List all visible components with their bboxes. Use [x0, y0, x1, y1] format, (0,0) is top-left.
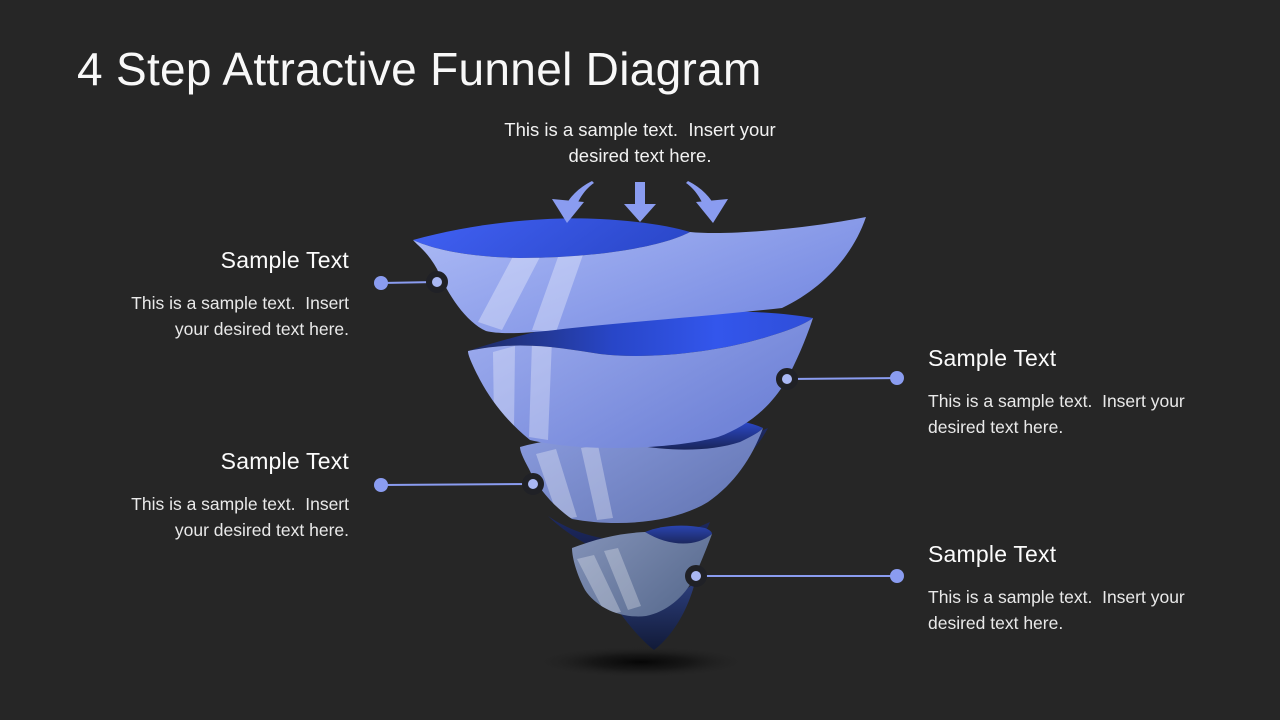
callout-step-1: Sample Text This is a sample text. Inser… — [97, 247, 349, 342]
connector-anchor-ring-step3 — [522, 473, 544, 495]
callout-description: This is a sample text. Insert your desir… — [928, 391, 1190, 437]
connector-endpoint-dot-step4 — [890, 569, 904, 583]
connector-anchor-ring-step2 — [776, 368, 798, 390]
straight-down-arrow-icon — [624, 182, 656, 222]
funnel-input-arrows — [552, 181, 728, 223]
callout-connectors — [374, 271, 904, 587]
funnel-step-1 — [413, 217, 866, 334]
callout-description: This is a sample text. Insert your desir… — [131, 494, 354, 540]
callout-step-2: Sample Text This is a sample text. Inser… — [928, 345, 1228, 440]
callout-title: Sample Text — [220, 247, 349, 273]
callout-title: Sample Text — [928, 345, 1057, 371]
connector-endpoint-dot-step3 — [374, 478, 388, 492]
callout-description: This is a sample text. Insert your desir… — [928, 587, 1190, 633]
connector-anchor-ring-step4 — [685, 565, 707, 587]
callout-description: This is a sample text. Insert your desir… — [131, 293, 354, 339]
funnel-step-4 — [572, 525, 712, 617]
funnel-step-3-ribbon — [520, 428, 763, 524]
callout-title: Sample Text — [220, 448, 349, 474]
funnel-shadow — [533, 646, 749, 678]
funnel-step-3-highlight-stripes — [536, 445, 613, 520]
curved-down-left-arrow-icon — [552, 181, 594, 223]
callout-title: Sample Text — [928, 541, 1057, 567]
funnel-step-4-highlight-stripes — [577, 548, 641, 615]
curved-down-right-arrow-icon — [686, 181, 728, 223]
funnel-step-1-ribbon — [413, 217, 866, 334]
callout-step-4: Sample Text This is a sample text. Inser… — [928, 541, 1228, 636]
funnel-step-4-ribbon — [572, 532, 712, 617]
connector-anchor-ring-step1 — [426, 271, 448, 293]
funnel-step-1-top-edge — [413, 218, 690, 258]
connector-line-step3 — [380, 483, 534, 486]
funnel-step-2-top-edge — [468, 310, 813, 356]
slide-title: 4 Step Attractive Funnel Diagram — [77, 43, 762, 95]
funnel-step-2 — [468, 310, 813, 448]
top-note-text: This is a sample text. Insert your desir… — [504, 119, 781, 166]
callout-step-3: Sample Text This is a sample text. Inser… — [97, 448, 349, 543]
connector-endpoint-dot-step1 — [374, 276, 388, 290]
funnel-step-2-ribbon — [468, 318, 813, 448]
connector-line-step2 — [786, 377, 898, 380]
connector-endpoint-dot-step2 — [890, 371, 904, 385]
